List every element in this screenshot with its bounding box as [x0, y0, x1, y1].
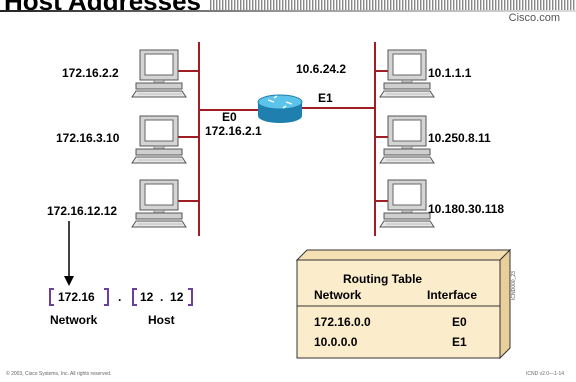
routing-table-row-interface: E0: [452, 315, 467, 329]
host-bracket: [132, 288, 193, 306]
router-e1-ip: 10.6.24.2: [296, 62, 347, 76]
network-part: 172.16: [58, 290, 95, 304]
pc-icon-left-2: [131, 115, 187, 164]
pc-icon-right-3: [379, 179, 435, 228]
dot-separator: .: [118, 290, 122, 304]
router-e0-label: E0: [222, 110, 237, 124]
host-ip-left-3: 172.16.12.12: [47, 204, 118, 218]
routing-table-col-interface: Interface: [427, 288, 478, 302]
down-arrow-head: [64, 276, 74, 286]
router-e0-ip: 172.16.2.1: [205, 124, 262, 138]
routing-table-title: Routing Table: [343, 272, 423, 286]
host-part: 12 . 12: [140, 290, 184, 304]
pc-icon-right-2: [379, 115, 435, 164]
pc-icon-right-1: [379, 49, 435, 98]
network-caption: Network: [50, 313, 98, 327]
pc-icon-left-1: [131, 49, 187, 98]
host-ip-right-1: 10.1.1.1: [428, 66, 472, 80]
routing-table-side-code: ICND000_23: [511, 271, 517, 300]
routing-table-col-network: Network: [314, 288, 362, 302]
footer-course-code: ICND v2.0—1-14: [526, 371, 565, 377]
routing-table-box: [295, 248, 512, 360]
routing-table-row-network: 172.16.0.0: [314, 315, 371, 329]
title-underline-band: [0, 0, 576, 12]
host-ip-left-2: 172.16.3.10: [56, 131, 120, 145]
routing-table-row-network: 10.0.0.0: [314, 335, 358, 349]
router-e1-label: E1: [318, 91, 333, 105]
host-caption: Host: [148, 313, 175, 327]
pc-icon-left-3: [131, 179, 187, 228]
brand-label: Cisco.com: [508, 12, 560, 24]
routing-table-row-interface: E1: [452, 335, 467, 349]
network-bracket: [49, 288, 109, 306]
host-ip-left-1: 172.16.2.2: [62, 66, 119, 80]
router-icon: [257, 94, 303, 123]
footer-copyright: © 2003, Cisco Systems, Inc. All rights r…: [6, 371, 112, 377]
host-ip-right-2: 10.250.8.11: [428, 131, 491, 145]
host-ip-right-3: 10.180.30.118: [428, 202, 505, 216]
